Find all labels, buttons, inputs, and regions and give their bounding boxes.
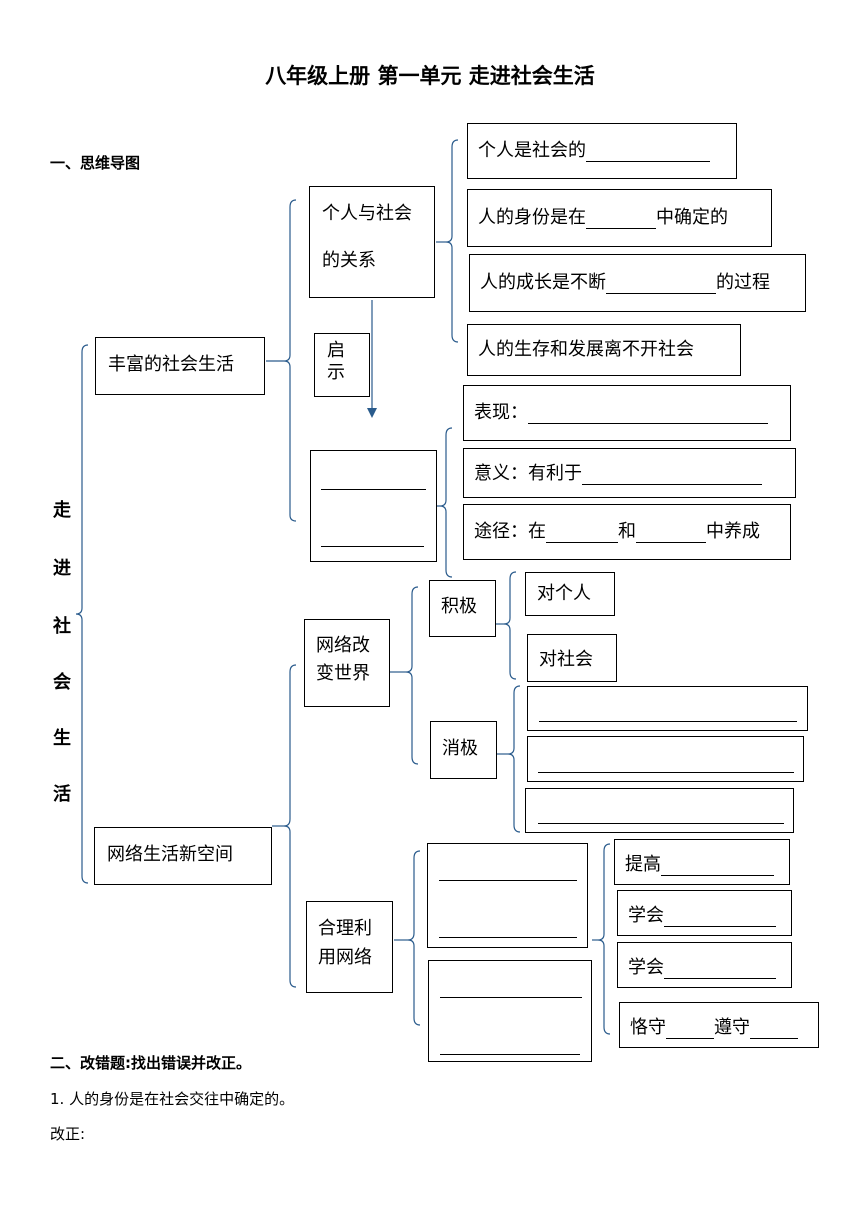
node-text: 遵守 [714,1017,750,1038]
answer-blank[interactable] [440,1054,580,1055]
node-text: 的过程 [716,272,770,293]
answer-blank[interactable] [538,823,784,824]
negative-answer-box [527,736,804,782]
answer-blank[interactable] [538,772,794,773]
node-net-change-world: 网络改 变世界 [304,619,390,707]
node-rich-social-life: 丰富的社会生活 [95,337,265,395]
answer-blank[interactable] [664,959,776,979]
vertical-title-char: 生 [53,728,71,749]
vertical-title-char: 会 [53,672,71,693]
correction-label: 改正: [50,1125,86,1143]
node-text: 中养成 [706,521,760,542]
node-to-society: 对社会 [527,634,617,682]
answer-blank[interactable] [321,546,424,547]
node-label: 启 [327,340,345,361]
question-1: 1. 人的身份是在社会交往中确定的。 [50,1090,295,1108]
vertical-title-char: 社 [53,616,71,637]
node-person-society-relation: 个人与社会 的关系 [309,186,435,298]
node-learn-2: 学会 [617,942,792,988]
answer-blank[interactable] [528,404,768,424]
node-path: 途径：在 和 中养成 [463,504,791,560]
negative-answer-box [525,788,794,833]
node-text: 表现： [474,402,528,423]
node-text: 途径：在 [474,521,546,542]
node-rel-1: 个人是社会的 [467,123,737,179]
node-rel-2: 人的身份是在 中确定的 [467,189,772,247]
node-text: 学会 [628,905,664,926]
use-answer-box [428,960,592,1062]
node-learn-1: 学会 [617,890,792,936]
node-label: 个人与社会 [322,203,412,224]
answer-blank[interactable] [539,721,797,722]
answer-blank[interactable] [439,937,577,938]
node-label: 合理利 [318,918,372,939]
node-label: 变世界 [316,662,370,684]
node-inspire-answer [310,450,437,562]
node-text: 人的身份是在 [478,207,586,228]
answer-blank[interactable] [636,523,706,543]
node-text: 中确定的 [656,207,728,228]
page-title: 八年级上册 第一单元 走进社会生活 [265,64,595,88]
answer-blank[interactable] [586,142,710,162]
answer-blank[interactable] [606,274,716,294]
vertical-title-char: 进 [53,558,71,579]
node-obey: 恪守 遵守 [619,1002,819,1048]
node-reasonable-use: 合理利 用网络 [306,901,393,993]
answer-blank[interactable] [439,880,577,881]
section-mindmap-heading: 一、思维导图 [50,154,141,172]
node-improve: 提高 [614,839,790,885]
answer-blank[interactable] [664,907,776,927]
node-text: 意义：有利于 [474,463,582,484]
node-text: 提高 [625,854,661,875]
node-label: 的关系 [322,250,376,272]
node-label: 示 [327,361,345,383]
answer-blank[interactable] [750,1019,798,1039]
use-answer-box [427,843,588,948]
node-rel-3: 人的成长是不断 的过程 [469,254,806,312]
node-net-life-space: 网络生活新空间 [94,827,272,885]
node-to-person: 对个人 [525,572,615,616]
node-inspire: 启 示 [314,333,370,397]
node-label: 用网络 [318,946,372,968]
answer-blank[interactable] [661,856,774,876]
node-text: 恪守 [630,1017,666,1038]
answer-blank[interactable] [586,209,656,229]
node-rel-4: 人的生存和发展离不开社会 [467,324,741,376]
vertical-title-char: 走 [53,500,71,521]
node-label: 网络改 [316,635,370,656]
node-text: 和 [618,521,636,542]
node-text: 个人是社会的 [478,140,586,161]
answer-blank[interactable] [666,1019,714,1039]
node-text: 学会 [628,957,664,978]
node-negative: 消极 [430,721,497,779]
vertical-title-char: 活 [53,784,71,805]
answer-blank[interactable] [582,465,762,485]
answer-blank[interactable] [321,489,426,490]
negative-answer-box [527,686,808,731]
section-correction-heading: 二、改错题:找出错误并改正。 [50,1054,251,1072]
node-positive: 积极 [429,580,496,637]
node-expression: 表现： [463,385,791,441]
answer-blank[interactable] [546,523,618,543]
answer-blank[interactable] [440,997,582,998]
node-meaning: 意义：有利于 [463,448,796,498]
node-text: 人的成长是不断 [480,272,606,293]
